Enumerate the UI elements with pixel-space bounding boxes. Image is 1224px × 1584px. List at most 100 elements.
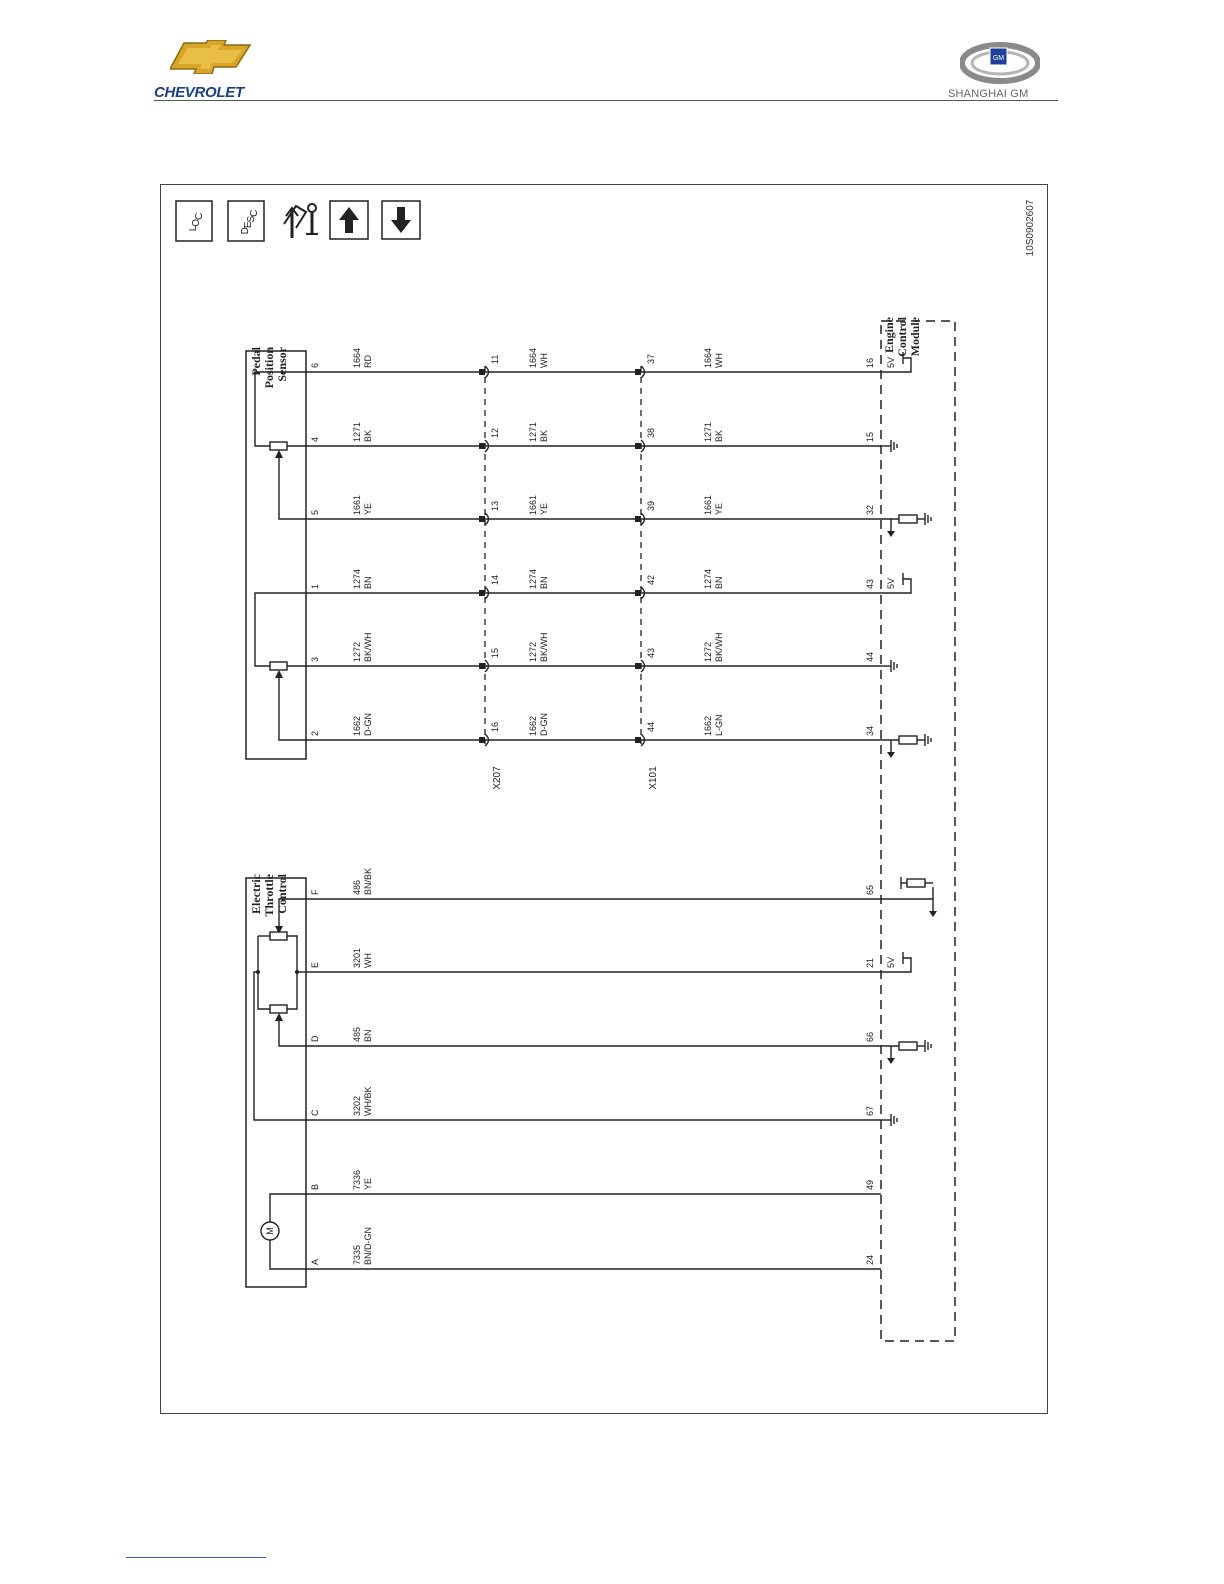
ecm-symbol-43-label: 5V <box>886 578 896 589</box>
x207-terminal-15 <box>479 659 490 673</box>
pedal-circuit-5-line-1: 1661 <box>352 495 362 515</box>
x207-pin-15: 15 <box>490 648 500 658</box>
pedal-potentiometer-2 <box>269 661 288 671</box>
x101-circuit-44-line-1: 1662 <box>703 716 713 736</box>
throttle-circuit-A-line-2: BN/D-GN <box>363 1227 373 1265</box>
ecm-symbol-21-label: 5V <box>886 957 896 968</box>
pedal-circuit-5-line-2: YE <box>363 503 373 515</box>
gm-swirl-icon: GM <box>960 42 1040 84</box>
x207-terminal-13 <box>479 512 490 526</box>
bowtie-icon <box>170 40 252 74</box>
x101-circuit-38-line-1: 1271 <box>703 422 713 442</box>
pedal-circuit-4-line-1: 1271 <box>352 422 362 442</box>
service-tool-button[interactable] <box>283 203 318 238</box>
x207-circuit-12-line-1: 1271 <box>528 422 538 442</box>
x101-circuit-39-line-2: YE <box>714 503 724 515</box>
throttle-circuit-F-line-2: BN/BK <box>363 868 373 895</box>
arrow-up-icon <box>339 207 359 233</box>
ecm-symbol-32 <box>881 513 932 537</box>
ecm-box <box>880 320 956 1342</box>
throttle-pin-D: D <box>310 1035 320 1042</box>
ecm-symbol-16-label: 5V <box>886 357 896 368</box>
ecm-pin-44: 44 <box>865 652 875 662</box>
wiring-diagram: LOC DESC <box>175 199 1036 1342</box>
motor-label: M <box>265 1227 275 1235</box>
pedal-sensor-box <box>245 350 307 760</box>
desc-button-label: DESC <box>240 210 260 235</box>
x101-pin-38: 38 <box>646 428 656 438</box>
previous-page-button[interactable] <box>329 200 369 240</box>
x101-terminal-43 <box>635 659 646 673</box>
x207-circuit-11-line-1: 1664 <box>528 348 538 368</box>
ecm-pin-24: 24 <box>865 1255 875 1265</box>
pedal-pin-2: 2 <box>310 731 320 736</box>
x101-terminal-39 <box>635 512 646 526</box>
x207-terminal-14 <box>479 586 490 600</box>
shanghai-gm-logo: GM SHANGHAI GM <box>946 40 1058 102</box>
x101-terminal-37 <box>635 365 646 379</box>
next-page-button[interactable] <box>381 200 421 240</box>
x207-pin-13: 13 <box>490 501 500 511</box>
x207-circuit-16-line-2: D-GN <box>539 713 549 736</box>
throttle-control-box <box>245 877 307 1288</box>
pedal-circuit-4-line-2: BK <box>363 430 373 442</box>
x207-terminal-11 <box>479 365 490 379</box>
throttle-circuit-F-line-1: 486 <box>352 880 362 895</box>
throttle-internals: M <box>253 898 306 1270</box>
pedal-circuit-2-line-2: D-GN <box>363 713 373 736</box>
throttle-circuit-B-line-1: 7336 <box>352 1170 362 1190</box>
pedal-circuit-1-line-1: 1274 <box>352 569 362 589</box>
throttle-pin-A: A <box>310 1259 320 1265</box>
brand-name: CHEVROLET <box>154 84 244 101</box>
throttle-circuit-A-line-1: 7335 <box>352 1245 362 1265</box>
desc-button[interactable]: DESC <box>227 200 265 242</box>
x101-pin-43: 43 <box>646 648 656 658</box>
x207-terminal-16 <box>479 733 490 747</box>
pedal-pin-1: 1 <box>310 584 320 589</box>
x101-circuit-42-line-2: BN <box>714 576 724 589</box>
components: PedalPositionSensor ElectricThrottleCont… <box>245 316 956 1342</box>
pedal-circuit-6-line-2: RD <box>363 355 373 368</box>
x101-terminal-42 <box>635 586 646 600</box>
throttle-pin-F: F <box>310 889 320 895</box>
ecm-pin-66: 66 <box>865 1032 875 1042</box>
ecm-symbol-16: 5V <box>881 352 912 373</box>
ecm-symbol-65 <box>881 877 937 917</box>
throttle-control-label: ElectricThrottleControl <box>249 873 289 916</box>
pedal-pin-4: 4 <box>310 437 320 442</box>
x207-circuit-11-line-2: WH <box>539 353 549 368</box>
x207-pin-14: 14 <box>490 575 500 585</box>
loc-button[interactable]: LOC <box>175 200 213 242</box>
ecm-pin-43: 43 <box>865 579 875 589</box>
ecm-pin-16: 16 <box>865 358 875 368</box>
x101-circuit-43-line-1: 1272 <box>703 642 713 662</box>
pedal-pin-5: 5 <box>310 510 320 515</box>
x207-terminal-12 <box>479 439 490 453</box>
throttle-circuit-D-line-2: BN <box>363 1029 373 1042</box>
x207-circuit-15-line-1: 1272 <box>528 642 538 662</box>
throttle-sensor-2 <box>269 1004 288 1014</box>
ecm-symbol-67 <box>881 1114 898 1126</box>
x101-circuit-37-line-1: 1664 <box>703 348 713 368</box>
throttle-sensor-1 <box>269 931 288 941</box>
throttle-circuit-E-line-2: WH <box>363 953 373 968</box>
pedal-pin-6: 6 <box>310 363 320 368</box>
